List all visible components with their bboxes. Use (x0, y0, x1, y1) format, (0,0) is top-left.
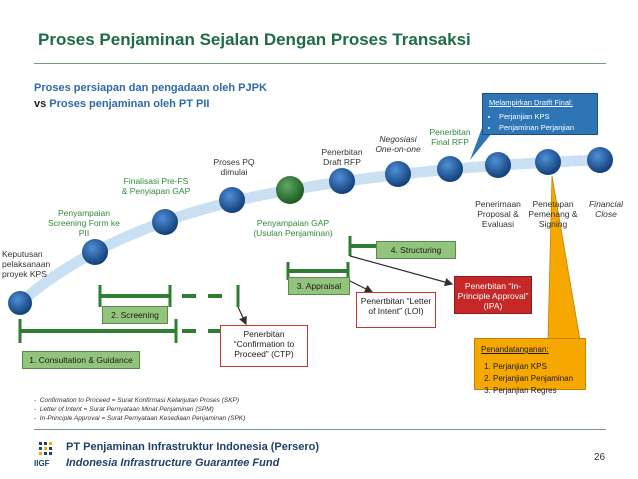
milestone-node-prefs (152, 209, 178, 235)
title-divider (34, 63, 606, 64)
subtitle-pjpk: Proses persiapan dan pengadaan oleh PJPK (34, 82, 267, 94)
milestone-node-draft-rfp (329, 168, 355, 194)
footnote-ipa: - In-Principle Approval = Surat Pernyata… (34, 415, 246, 422)
milestone-node-final-rfp (437, 156, 463, 182)
final-draft-heading: Melampirkan Dratft Final: (489, 98, 573, 107)
milestone-label-draft-rfp: Penerbitan Draft RFP (321, 147, 363, 167)
final-draft-list: Perjanjian KPS Penjaminan Perjanjian (489, 112, 591, 133)
milestone-node-gap (276, 176, 304, 204)
final-draft-item: Perjanjian KPS (499, 112, 591, 122)
milestone-label-financial-close: Financial Close (588, 199, 624, 219)
subtitle-vs: vs (34, 98, 47, 110)
milestone-label-signing: Penetapan Pemenang & Signing (528, 199, 578, 229)
company-english-name: Indonesia Infrastructure Guarantee Fund (66, 457, 280, 469)
final-draft-item: Penjaminan Perjanjian (499, 123, 591, 133)
milestone-node-financial-close (587, 147, 613, 173)
signing-item: Perjanjian Regres (493, 385, 579, 397)
signing-list: Perjanjian KPS Perjanjian Penjaminan Per… (481, 361, 579, 397)
final-draft-pointer (470, 128, 496, 160)
signing-heading: Penandatanganan: (481, 345, 549, 354)
ctp-arrow (237, 306, 247, 326)
ctp-box: Penerbitan “Confirmation to Proceed” (CT… (220, 325, 308, 367)
milestone-label-proposal: Penerimaan Proposal & Evaluasi (475, 199, 521, 229)
milestone-label-negosiasi: Negosiasi One-on-one (375, 134, 421, 154)
phase-consultation-box: 1. Consultation & Guidance (22, 351, 140, 369)
final-draft-callout: Melampirkan Dratft Final: Perjanjian KPS… (482, 93, 598, 135)
milestone-label-pq: Proses PQ dimulai (213, 157, 255, 177)
milestone-label-kps: Keputusan pelaksanaan proyek KPS (2, 249, 51, 279)
footnote-loi: - Letter of Intent = Surat Pernyataan Mi… (34, 406, 214, 413)
loi-arrow (347, 279, 374, 293)
milestone-node-kps (8, 291, 32, 315)
milestone-node-screening (82, 239, 108, 265)
page-title: Proses Penjaminan Sejalan Dengan Proses … (38, 30, 471, 49)
milestone-node-negosiasi (385, 161, 411, 187)
loi-box: Penertbitan “Letter of Intent” (LOI) (356, 292, 436, 328)
iigf-logo-icon (39, 442, 52, 455)
milestone-label-screening: Penyampaian Screening Form ke PII (48, 208, 120, 238)
ipa-box: Penerbitan “In-Principle Approval” (IPA) (454, 276, 532, 314)
ipa-arrow (349, 255, 454, 287)
footnote-ctp: - Confirmation to Proceed = Surat Konfir… (34, 397, 240, 404)
signing-callout: Penandatanganan: Perjanjian KPS Perjanji… (474, 338, 586, 395)
footnote-ctp-text: Confirmation to Proceed = Surat Konfirma… (39, 397, 240, 404)
logo-text: IIGF (34, 459, 50, 468)
milestone-node-proposal (485, 152, 511, 178)
signing-item: Perjanjian KPS (493, 361, 579, 373)
milestone-label-prefs: Finalisasi Pre-FS & Penyiapan GAP (121, 176, 191, 196)
milestone-node-pq (219, 187, 245, 213)
phase-screening-box: 2. Screening (102, 306, 168, 324)
footer-divider (34, 429, 606, 430)
page-number: 26 (594, 452, 606, 463)
subtitle-pii-text: Proses penjaminan oleh PT PII (46, 98, 210, 110)
milestone-label-gap: Penyampaian GAP (Usulan Penjaminan) (253, 218, 333, 238)
phase-structuring-box: 4. Structuring (376, 241, 456, 259)
milestone-node-signing (535, 149, 561, 175)
milestone-label-final-rfp: Penerbitan Final RFP (429, 127, 471, 147)
footnote-loi-text: Letter of Intent = Surat Pernyataan Mina… (39, 406, 214, 413)
footnotes: - Confirmation to Proceed = Surat Konfir… (34, 396, 245, 423)
phase-appraisal-box: 3. Appraisal (288, 277, 350, 295)
subtitle-pii: vs Proses penjaminan oleh PT PII (34, 98, 209, 110)
signing-item: Perjanjian Penjaminan (493, 373, 579, 385)
company-name: PT Penjaminan Infrastruktur Indonesia (P… (66, 441, 320, 453)
footnote-ipa-text: In-Principle Approval = Surat Pernyataan… (39, 415, 246, 422)
